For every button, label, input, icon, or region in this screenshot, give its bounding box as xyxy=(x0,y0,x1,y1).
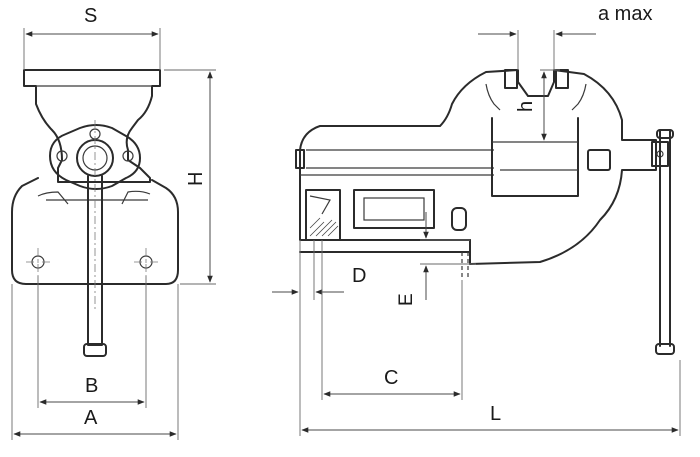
jaw-tooth-right xyxy=(555,69,569,89)
body-slot xyxy=(353,189,435,229)
label-E: E xyxy=(396,293,417,306)
anvil-block xyxy=(305,189,341,241)
label-H: H xyxy=(185,172,207,186)
side-dimensions: a max h E D C L xyxy=(272,3,681,436)
jaw-tooth-left xyxy=(504,69,518,89)
front-dimensions: S H B A xyxy=(11,5,216,440)
side-handle-knob xyxy=(655,343,675,355)
label-C: C xyxy=(384,367,398,389)
front-view xyxy=(11,69,179,357)
label-A: A xyxy=(84,407,98,429)
front-jaw-plate xyxy=(23,69,161,183)
label-h: h xyxy=(515,101,537,112)
rear-nut xyxy=(587,149,611,171)
anvil-hatching xyxy=(309,217,339,237)
label-D: D xyxy=(352,265,366,287)
label-a-max: a max xyxy=(598,3,652,25)
label-S: S xyxy=(84,5,97,27)
label-B: B xyxy=(85,375,98,397)
side-oval-slot xyxy=(451,207,467,231)
jaw-insert xyxy=(491,117,579,197)
spindle-flange xyxy=(49,124,141,190)
side-view xyxy=(295,69,675,355)
side-end-cap xyxy=(295,149,305,169)
label-L: L xyxy=(490,403,501,425)
front-base-body xyxy=(11,177,179,285)
handle-knob xyxy=(83,343,107,357)
side-main-body xyxy=(299,69,657,265)
